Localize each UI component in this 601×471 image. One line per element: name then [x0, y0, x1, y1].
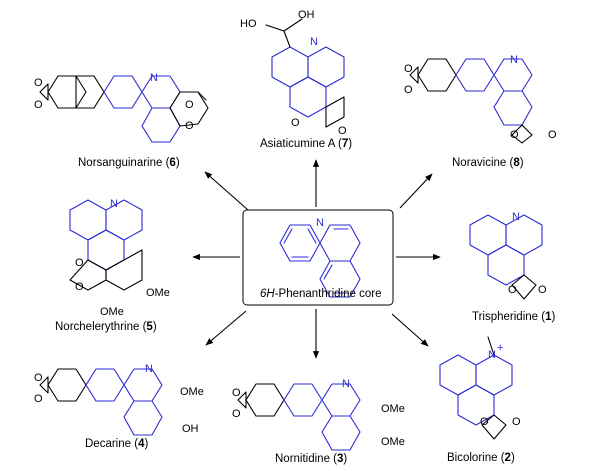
o-atom: O [185, 120, 194, 132]
structure-noravicine [409, 58, 533, 144]
core-label-italic: 6H [260, 288, 275, 300]
o-atom: O [548, 129, 557, 141]
bicolorine-n: N [488, 349, 496, 361]
o-atom: O [75, 281, 84, 293]
decarine-ome: OMe [180, 386, 204, 398]
core-label-rest: -Phenanthridine core [275, 288, 382, 300]
arrow-to-4 [205, 310, 247, 346]
norchelerythrine-n: N [110, 198, 118, 210]
label-trispheridine: Trispheridine (1) [472, 311, 555, 323]
arrow-to-6 [204, 171, 249, 211]
arrows [192, 159, 441, 359]
o-atom: O [510, 129, 519, 141]
oxygen-labels: O O O O O O O O O O O O O O O O O O O O [34, 63, 557, 428]
o-atom: O [34, 372, 43, 384]
structure-bicolorine [439, 336, 513, 440]
o-atom: O [291, 117, 300, 129]
o-atom: O [508, 284, 517, 296]
bicolorine-charge: + [497, 342, 503, 354]
structure-trispheridine [469, 214, 543, 300]
arrow-to-8 [399, 173, 433, 209]
o-atom: O [185, 99, 194, 111]
o-atom: O [34, 77, 43, 89]
o-atom: O [232, 408, 241, 420]
norchelerythrine-ome-1: OMe [146, 287, 170, 299]
trispheridine-n: N [512, 211, 520, 223]
o-atom: O [75, 257, 84, 269]
asiaticumine-oh: OH [298, 9, 315, 21]
label-noravicine: Noravicine (8) [452, 157, 524, 169]
label-nornitidine: Nornitidine (3) [275, 453, 347, 465]
decarine-n: N [145, 363, 153, 375]
core-label: 6H-Phenanthridine core [260, 288, 381, 300]
nornitidine-ome-1: OMe [381, 403, 405, 415]
label-decarine: Decarine (4) [85, 438, 148, 450]
label-bicolorine: Bicolorine (2) [447, 452, 515, 464]
o-atom: O [34, 393, 43, 405]
structure-norsanguinarine [39, 75, 209, 143]
core-box: N 6H-Phenanthridine core [242, 209, 394, 306]
label-asiaticumine: Asiaticumine A (7) [260, 138, 352, 150]
structure-decarine [39, 368, 163, 436]
arrow-to-2 [391, 313, 429, 347]
asiaticumine-ho: HO [240, 18, 257, 30]
o-atom: O [404, 63, 413, 75]
label-norchelerythrine: Norchelerythrine (5) [55, 321, 157, 333]
norsanguinarine-n: N [150, 72, 158, 84]
decarine-oh: OH [182, 423, 199, 435]
o-atom: O [232, 387, 241, 399]
structure-nornitidine [237, 383, 361, 451]
o-atom: O [404, 84, 413, 96]
o-atom: O [538, 284, 547, 296]
core-structure [279, 224, 361, 298]
structure-asiaticumine [265, 18, 345, 128]
o-atom: O [512, 416, 521, 428]
norchelerythrine-ome-2: OMe [100, 306, 124, 318]
label-norsanguinarine: Norsanguinarine (6) [78, 157, 180, 169]
o-atom: O [480, 416, 489, 428]
o-atom: O [338, 125, 347, 137]
core-n-atom: N [316, 217, 324, 229]
nornitidine-ome-2: OMe [381, 436, 405, 448]
o-atom: O [34, 99, 43, 111]
noravicine-n: N [510, 54, 518, 66]
asiaticumine-n: N [310, 36, 318, 48]
nornitidine-n: N [342, 378, 350, 390]
structure-norchelerythrine [69, 199, 143, 291]
